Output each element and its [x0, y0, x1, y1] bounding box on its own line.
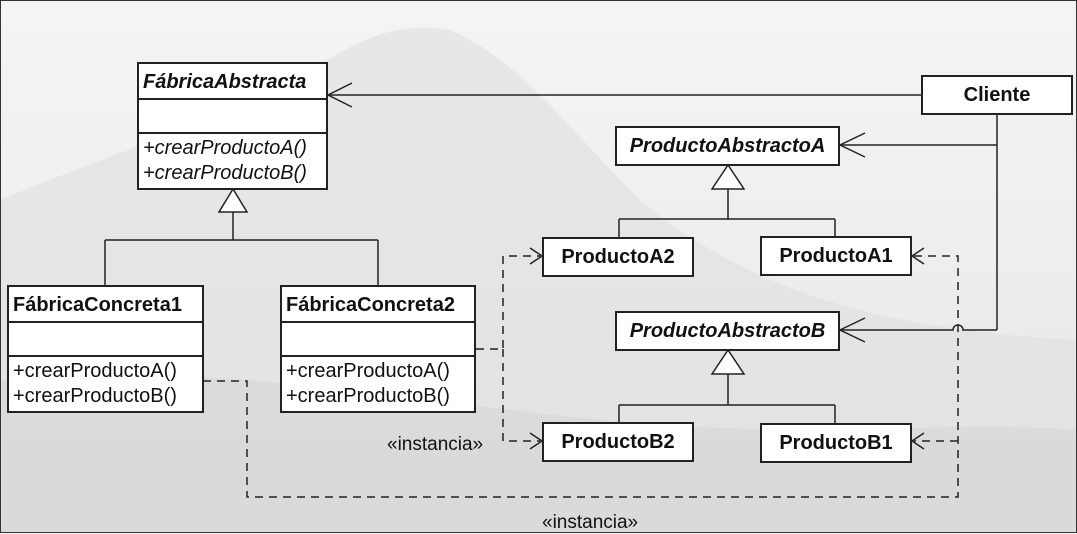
- open-arrowhead: [838, 317, 866, 343]
- class-product-a1[interactable]: ProductoA1: [760, 236, 912, 276]
- operation: +crearProductoB(): [143, 162, 307, 184]
- open-arrowhead: [838, 132, 866, 158]
- class-abstract-factory[interactable]: FábricaAbstracta +crearProductoA() +crea…: [137, 62, 328, 190]
- operation: +crearProductoA(): [143, 137, 307, 159]
- inheritance-triangle: [710, 348, 746, 375]
- inheritance-triangle: [710, 163, 746, 190]
- class-name: ProductoA1: [779, 244, 893, 267]
- open-arrowhead: [529, 432, 544, 450]
- class-name: FábricaConcreta1: [9, 287, 202, 323]
- class-name: FábricaAbstracta: [139, 64, 326, 100]
- dependency-fc2: [476, 255, 540, 350]
- class-name: ProductoAbstractoB: [629, 319, 826, 342]
- class-name: ProductoB1: [779, 431, 893, 454]
- class-product-b2[interactable]: ProductoB2: [542, 422, 694, 462]
- class-abstract-product-a[interactable]: ProductoAbstractoA: [615, 126, 840, 166]
- operation: +crearProductoA(): [286, 360, 450, 382]
- open-arrowhead: [529, 247, 544, 265]
- open-arrowhead: [326, 82, 353, 108]
- assoc-client-product-b: [840, 324, 997, 331]
- inheritance-triangle: [217, 187, 249, 213]
- operation: +crearProductoA(): [13, 360, 177, 382]
- class-concrete-factory-2[interactable]: FábricaConcreta2 +crearProductoA() +crea…: [280, 285, 476, 413]
- attributes-compartment: [139, 100, 326, 134]
- class-concrete-factory-1[interactable]: FábricaConcreta1 +crearProductoA() +crea…: [7, 285, 204, 413]
- class-client[interactable]: Cliente: [921, 75, 1073, 115]
- stereotype-label-instance: «instancia»: [387, 434, 484, 455]
- class-abstract-product-b[interactable]: ProductoAbstractoB: [615, 311, 840, 351]
- operations-compartment: +crearProductoA() +crearProductoB(): [9, 357, 202, 411]
- operations-compartment: +crearProductoA() +crearProductoB(): [282, 357, 474, 411]
- class-name: FábricaConcreta2: [282, 287, 474, 323]
- stereotype-label-instance: «instancia»: [542, 512, 639, 533]
- attributes-compartment: [282, 323, 474, 357]
- open-arrowhead: [910, 432, 925, 450]
- operation: +crearProductoB(): [13, 385, 177, 407]
- class-name: ProductoAbstractoA: [629, 134, 826, 157]
- open-arrowhead: [910, 247, 925, 265]
- operation: +crearProductoB(): [286, 385, 450, 407]
- class-product-b1[interactable]: ProductoB1: [760, 423, 912, 463]
- attributes-compartment: [9, 323, 202, 357]
- class-name: ProductoA2: [561, 245, 675, 268]
- operations-compartment: +crearProductoA() +crearProductoB(): [139, 134, 326, 188]
- dependency-fc2-b: [502, 349, 540, 442]
- class-product-a2[interactable]: ProductoA2: [542, 237, 694, 277]
- class-name: ProductoB2: [561, 430, 675, 453]
- class-name: Cliente: [963, 83, 1031, 106]
